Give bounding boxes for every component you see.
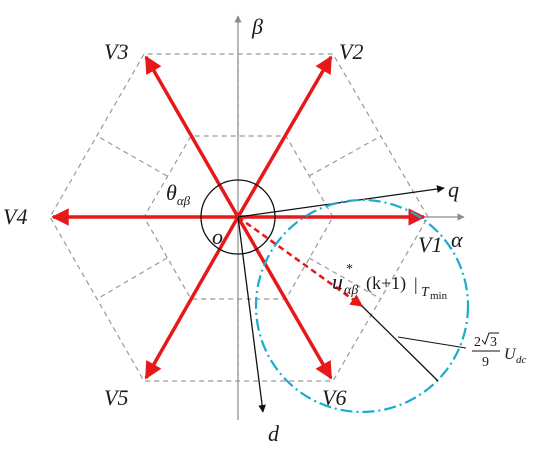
radius-num-3: 3 <box>490 335 497 350</box>
label-q: q <box>448 177 459 202</box>
theta-main: θ <box>166 180 177 205</box>
radius-leader <box>397 336 467 349</box>
radius-usub: dc <box>516 354 527 366</box>
reference-vector <box>237 215 364 308</box>
label-reference-bar: | <box>414 274 418 294</box>
voltage-vectors <box>51 55 426 380</box>
label-d: d <box>268 421 280 446</box>
label-reference-paren: (k+1) <box>366 273 406 294</box>
label-origin: o <box>212 224 223 249</box>
limit-circle <box>254 198 470 414</box>
label-v4: V4 <box>3 204 27 229</box>
label-reference-t: T <box>421 285 430 300</box>
label-reference-sub: αβ <box>344 283 358 298</box>
label-radius: 2 3 9 U dc <box>472 332 527 370</box>
radius-u: U <box>504 346 517 363</box>
sqrt-symbol <box>481 332 499 346</box>
vector-v2 <box>236 55 333 218</box>
vector-v6 <box>236 216 333 380</box>
label-theta: θαβ <box>166 180 191 208</box>
radius-den: 9 <box>482 355 489 370</box>
vector-v5 <box>144 216 240 380</box>
label-v2: V2 <box>339 39 363 64</box>
label-reference-star: * <box>346 262 353 277</box>
label-v3: V3 <box>104 39 128 64</box>
theta-angle-circle <box>200 179 276 255</box>
vector-v3 <box>144 55 240 218</box>
q-axis <box>237 185 445 218</box>
theta-sub: αβ <box>177 193 191 208</box>
d-axis <box>237 216 266 413</box>
label-beta: β <box>251 14 263 39</box>
label-v6: V6 <box>322 385 346 410</box>
label-reference-tsub: min <box>430 290 448 302</box>
label-v1: V1 <box>418 232 442 257</box>
label-reference-main: u <box>332 269 343 294</box>
label-alpha: α <box>451 227 463 252</box>
radius-line <box>361 305 439 382</box>
radius-num-2: 2 <box>474 335 481 350</box>
label-v5: V5 <box>104 385 128 410</box>
